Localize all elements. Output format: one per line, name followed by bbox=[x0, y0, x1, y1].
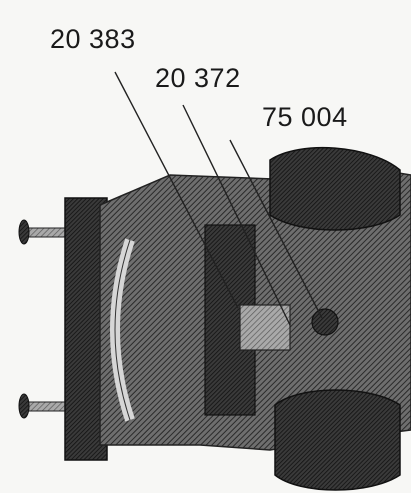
screw-part bbox=[311, 308, 339, 336]
part-number-label: 20 372 bbox=[155, 63, 241, 93]
part-number-label: 20 383 bbox=[50, 24, 136, 54]
leader-line-75004 bbox=[229, 139, 323, 319]
lower-buffer-pin bbox=[18, 393, 73, 419]
leader-line-20383 bbox=[114, 71, 239, 309]
leader-line-20372 bbox=[182, 104, 291, 326]
coupler-part bbox=[239, 304, 291, 351]
upper-cylinder bbox=[269, 146, 401, 231]
lower-cylinder bbox=[274, 389, 401, 491]
upper-buffer-pin bbox=[18, 219, 73, 245]
part-number-label: 75 004 bbox=[262, 102, 348, 132]
